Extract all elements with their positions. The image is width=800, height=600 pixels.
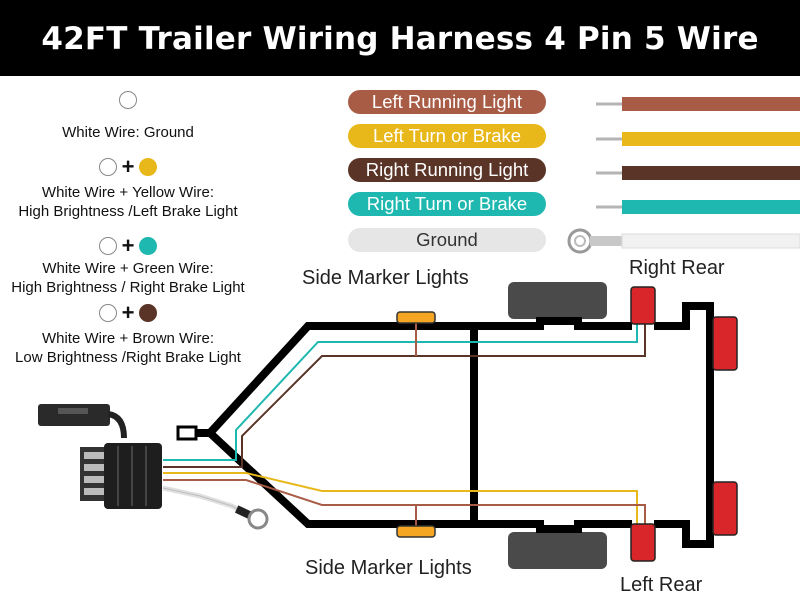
rear-tail-light-lower: [712, 481, 738, 536]
brown-dot-icon: [139, 304, 158, 322]
legend-dots-green: +: [0, 234, 256, 258]
plus-icon: +: [121, 233, 135, 258]
bottom-fender: [508, 532, 607, 569]
wire-stub-ground: [567, 228, 800, 254]
top-fender: [508, 282, 607, 319]
white-dot-icon: [98, 304, 117, 322]
wire-label-ground: Ground: [348, 228, 546, 252]
legend-line: White Wire + Yellow Wire:: [41, 184, 215, 201]
legend-dots-yellow: +: [0, 155, 256, 179]
yellow-dot-icon: [139, 158, 158, 176]
white-dot-icon: [98, 237, 117, 255]
left-rear-light: [630, 523, 656, 562]
legend-line: White Wire + Green Wire:: [42, 260, 214, 277]
left-rear-label: Left Rear: [620, 574, 703, 596]
page-title: 42FT Trailer Wiring Harness 4 Pin 5 Wire: [41, 21, 759, 57]
green-dot-icon: [139, 237, 158, 255]
wire-label-left-running: Left Running Light: [348, 90, 546, 114]
legend-line: Low Brightness /Right Brake Light: [15, 349, 241, 366]
legend-dots-brown: +: [0, 301, 256, 325]
legend-ground: White Wire: Ground: [0, 123, 256, 142]
wire-stubs: [567, 97, 800, 254]
wire-label-left-turn: Left Turn or Brake: [348, 124, 546, 148]
wire-stub-left-running: [596, 97, 800, 111]
right-rear-light: [630, 286, 656, 325]
white-dot-icon: [119, 90, 137, 109]
plus-icon: +: [121, 154, 135, 179]
white-dot-icon: [98, 158, 117, 176]
legend-green: White Wire + Green Wire: High Brightness…: [0, 259, 256, 297]
legend-line: White Wire + Brown Wire:: [41, 330, 215, 347]
four-pin-connector-icon: [38, 404, 162, 509]
legend-brown: White Wire + Brown Wire: Low Brightness …: [0, 329, 256, 367]
legend-line: White Wire: Ground: [62, 124, 194, 141]
side-marker-light-bottom: [396, 525, 436, 538]
wire-stub-right-turn: [596, 200, 800, 214]
hitch-tongue: [176, 425, 198, 441]
title-banner: 42FT Trailer Wiring Harness 4 Pin 5 Wire: [0, 0, 800, 76]
right-rear-label: Right Rear: [629, 257, 725, 279]
wire-stub-right-running: [596, 166, 800, 180]
ground-ring-terminal-icon: [162, 485, 269, 530]
legend-dots-ground: [0, 88, 256, 112]
rear-tail-light-upper: [712, 316, 738, 371]
side-marker-label-bottom: Side Marker Lights: [305, 557, 472, 579]
wire-stub-left-turn: [596, 132, 800, 146]
side-marker-label-top: Side Marker Lights: [302, 267, 469, 289]
wire-label-right-running: Right Running Light: [348, 158, 546, 182]
wire-label-right-turn: Right Turn or Brake: [348, 192, 546, 216]
trailer-wires: [163, 320, 646, 530]
legend-line: High Brightness / Right Brake Light: [11, 279, 245, 296]
legend-line: High Brightness /Left Brake Light: [18, 203, 238, 220]
legend-yellow: White Wire + Yellow Wire: High Brightnes…: [0, 183, 256, 221]
side-marker-light-top: [396, 311, 436, 324]
plus-icon: +: [121, 300, 135, 325]
